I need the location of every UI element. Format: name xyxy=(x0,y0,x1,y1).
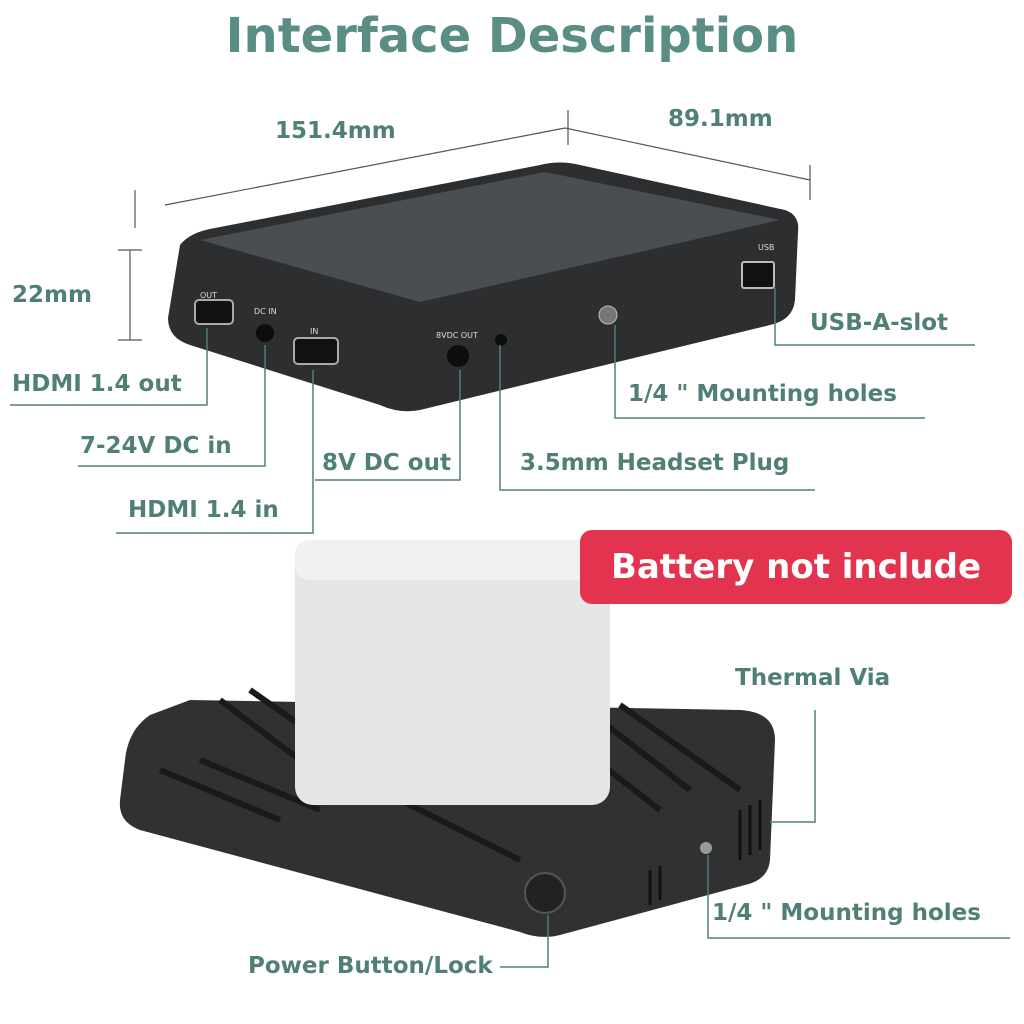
battery xyxy=(295,540,610,805)
callout-lines xyxy=(10,288,1010,968)
monitor-device-top: OUT DC IN IN 8VDC OUT USB xyxy=(168,162,799,412)
page-title: Interface Description xyxy=(225,8,799,64)
callout-thermal: Thermal Via xyxy=(735,665,891,691)
port-marking: DC IN xyxy=(254,307,277,316)
width-label: 89.1mm xyxy=(668,106,773,132)
width-dimension-line xyxy=(564,127,811,181)
callout-headset: 3.5mm Headset Plug xyxy=(520,450,790,476)
length-dimension-line xyxy=(164,127,566,206)
headset-port xyxy=(495,334,507,346)
hdmi-out-port xyxy=(194,299,234,325)
port-marking: 8VDC OUT xyxy=(436,331,478,340)
mounting-hole-bottom xyxy=(700,842,712,854)
callout-mounting-top: 1/4 " Mounting holes xyxy=(628,381,897,407)
monitor-device-bottom xyxy=(119,540,776,937)
callout-mounting-bottom: 1/4 " Mounting holes xyxy=(712,900,981,926)
dc-in-port xyxy=(256,324,274,342)
callout-dc-out: 8V DC out xyxy=(322,450,451,476)
length-label: 151.4mm xyxy=(275,118,396,144)
port-marking: OUT xyxy=(200,291,217,300)
port-marking: USB xyxy=(758,243,774,252)
dimension-lines xyxy=(118,110,811,341)
battery-not-included-badge: Battery not include xyxy=(580,530,1012,604)
callout-hdmi-in: HDMI 1.4 in xyxy=(128,497,279,523)
port-marking: IN xyxy=(310,327,318,336)
callout-hdmi-out: HDMI 1.4 out xyxy=(12,371,182,397)
hdmi-in-port xyxy=(293,337,339,365)
height-label: 22mm xyxy=(12,282,92,308)
dc-out-port xyxy=(447,345,469,367)
usb-a-port xyxy=(741,261,775,289)
side-vents xyxy=(648,800,762,905)
callout-dc-in: 7-24V DC in xyxy=(80,433,232,459)
power-button xyxy=(524,872,566,914)
monitor-screen xyxy=(200,172,780,302)
mounting-hole-top xyxy=(598,305,618,325)
callout-usb: USB-A-slot xyxy=(810,310,949,336)
monitor-back-body xyxy=(119,700,776,937)
callout-power: Power Button/Lock xyxy=(248,953,493,979)
